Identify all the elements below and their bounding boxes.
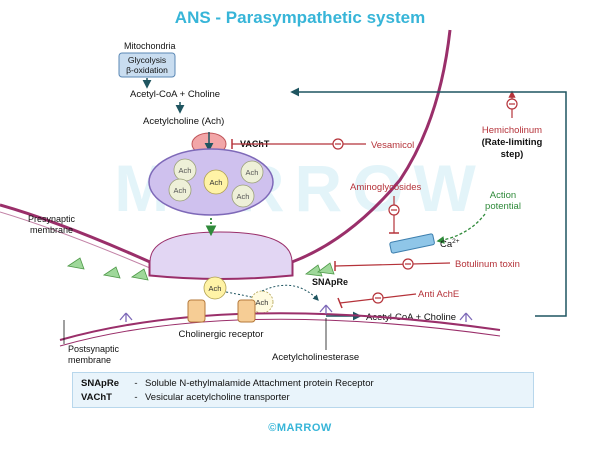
acetylcholine-label: Acetylcholine (Ach) [143, 116, 224, 127]
action-potential-label-1: Action [490, 190, 516, 201]
diagram-title: ANS - Parasympathetic system [174, 8, 426, 27]
mitochondria-line2: β-oxidation [126, 65, 168, 75]
mitochondria-box [118, 52, 176, 78]
cholinergic-receptor-right [237, 299, 256, 323]
postsynaptic-label-2: membrane [68, 355, 111, 365]
legend-text: Vesicular acetylcholine transporter [145, 392, 290, 403]
ache-enzyme [119, 312, 133, 322]
postsynaptic-label-1: Postsynaptic [68, 344, 120, 354]
bound-ach-label: Ach [256, 298, 269, 307]
bound-ach-molecule [250, 290, 274, 314]
hemicholinium-label: Hemicholinum [482, 125, 542, 136]
snapre-protein [102, 266, 121, 279]
snapre-proteins [66, 257, 335, 281]
ach-molecule-label: Ach [174, 186, 187, 195]
acetylcoa-top-label: Acetyl-CoA + Choline [130, 89, 220, 100]
legend-abbr: VAChT [81, 392, 112, 403]
cleft-ach-molecule [203, 276, 227, 300]
presynaptic-label-2: membrane [30, 225, 73, 235]
legend-dash: - [134, 378, 138, 389]
vesamicol-label: Vesamicol [371, 140, 414, 151]
ach-molecule-label: Ach [246, 168, 259, 177]
rate-limiting-label-2: step) [501, 149, 524, 160]
postsynaptic-membrane-inner [59, 318, 501, 347]
calcium-label: Ca2+ [440, 238, 460, 250]
snapre-protein [316, 262, 335, 275]
acetylcholinesterase-enzymes [119, 304, 473, 322]
vesicle-ach-molecules: Ach Ach Ach Ach Ach [168, 158, 264, 208]
aminoglycosides-label: Aminoglycosides [350, 182, 422, 193]
ach-molecule-label: Ach [179, 166, 192, 175]
legend-abbr: SNApRe [81, 378, 120, 389]
action-potential-label-2: potential [485, 201, 521, 212]
snapre-protein [130, 268, 149, 281]
legend-row-snapre: SNApRe -Soluble N-ethylmalamide Attachmen… [81, 378, 374, 389]
botulinum-label: Botulinum toxin [455, 259, 520, 270]
legend-row-vacht: VAChT -Vesicular acetylcholine transporte… [81, 392, 290, 403]
acetylcholinesterase-label: Acetylcholinesterase [272, 352, 359, 363]
ache-enzyme [319, 304, 333, 314]
ach-molecule [231, 184, 255, 208]
ach-molecule [168, 178, 192, 202]
rate-limiting-label-1: (Rate-limiting [482, 137, 543, 148]
cleft-ach-label: Ach [209, 284, 222, 293]
mitochondria-label: Mitochondria [124, 41, 176, 51]
ach-molecule-label: Ach [210, 178, 223, 187]
botulinum-line [334, 262, 451, 267]
cholinergic-receptor-label: Cholinergic receptor [178, 329, 263, 340]
choline-reuptake-path [290, 87, 567, 317]
presynaptic-bulb [149, 231, 293, 279]
ach-molecule [203, 169, 229, 195]
anti-ache-label: Anti AchE [418, 289, 459, 300]
ach-to-receptor-dashed [225, 291, 256, 299]
action-potential-arrow [436, 213, 486, 244]
legend-dash: - [134, 392, 138, 403]
ache-enzyme [459, 312, 473, 322]
snapre-protein [66, 257, 85, 270]
mitochondria-line1: Glycolysis [128, 55, 166, 65]
legend-box: SNApRe -Soluble N-ethylmalamide Attachmen… [72, 372, 534, 408]
anti-ache-block-bar [337, 297, 343, 309]
snapre-label: SNApRe [312, 277, 348, 287]
cholinergic-receptor-left [187, 299, 206, 323]
calcium-channel [389, 233, 435, 254]
ach-molecule-label: Ach [237, 192, 250, 201]
acetylcoa-bottom-label: Acetyl-CoA + Choline [366, 312, 456, 323]
brand-footer: ©MARROW [268, 422, 332, 434]
legend-text: Soluble N-ethylmalamide Attachment prote… [145, 378, 374, 389]
ach-molecule [240, 160, 264, 184]
presynaptic-label-1: Presynaptic [28, 214, 76, 224]
presynaptic-membrane-inner [0, 211, 151, 269]
